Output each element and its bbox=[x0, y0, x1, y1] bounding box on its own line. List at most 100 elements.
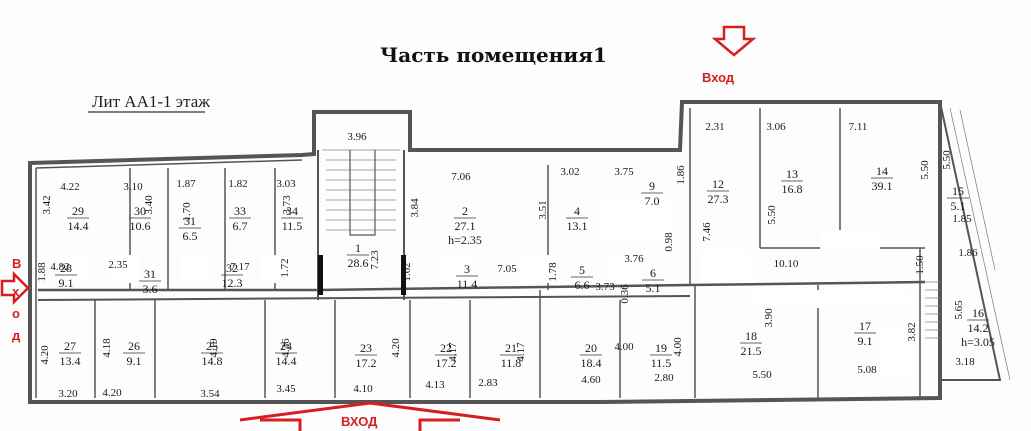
dimension-label: 2.83 bbox=[478, 377, 498, 389]
dimension-label: 4.60 bbox=[581, 374, 601, 386]
top-entry-label: Вход bbox=[702, 70, 735, 85]
dimension-label: 1.50 bbox=[914, 255, 926, 275]
dimension-label: 1.86 bbox=[958, 247, 978, 259]
dimension-label: 3.45 bbox=[276, 383, 296, 395]
dimension-label: 5.50 bbox=[941, 150, 953, 170]
room-area: 9.1 bbox=[858, 334, 873, 348]
dimension-label: 3.10 bbox=[123, 181, 143, 193]
room-3: 311.4 bbox=[456, 262, 478, 291]
room-number: 22 bbox=[440, 341, 452, 355]
dimension-label: 3.82 bbox=[906, 322, 918, 341]
room-area: 28.6 bbox=[348, 256, 369, 270]
left-entry-letter-4: д bbox=[12, 328, 21, 343]
dimension-label: 1.85 bbox=[952, 213, 972, 225]
room-28: 289.1 bbox=[55, 261, 77, 290]
room-number: 32 bbox=[226, 261, 238, 275]
room-area: 14.8 bbox=[202, 354, 223, 368]
room-area: 6.6 bbox=[575, 278, 590, 292]
dimension-label: 0.98 bbox=[663, 232, 675, 252]
dimension-label: 4.10 bbox=[353, 383, 373, 395]
dimension-label: 3.90 bbox=[763, 308, 775, 328]
room-area: 10.6 bbox=[130, 219, 151, 233]
room-area: 17.2 bbox=[356, 356, 377, 370]
dimension-label: 3.96 bbox=[347, 131, 367, 143]
room-area: 39.1 bbox=[872, 179, 893, 193]
room-number: 20 bbox=[585, 341, 597, 355]
room-number: 1 bbox=[355, 241, 361, 255]
dimension-label: 1.72 bbox=[279, 258, 291, 277]
room-number: 25 bbox=[206, 339, 218, 353]
room-17: 179.1 bbox=[854, 319, 876, 348]
dimension-label: 5.65 bbox=[953, 300, 965, 320]
room-number: 30 bbox=[134, 204, 146, 218]
room-number: 29 bbox=[72, 204, 84, 218]
room-26: 269.1 bbox=[123, 339, 145, 368]
dimension-label: 3.02 bbox=[560, 166, 579, 178]
stair-door-left bbox=[318, 255, 323, 295]
room-area: 11.5 bbox=[282, 219, 303, 233]
openings bbox=[60, 200, 910, 380]
room-area: 9.1 bbox=[127, 354, 142, 368]
room-6: 65.1 bbox=[642, 266, 664, 295]
left-entry-arrow-icon bbox=[0, 270, 30, 306]
plan-title: Часть помещения1 bbox=[380, 43, 607, 67]
room-number: 31 bbox=[184, 214, 196, 228]
room-area: 11.5 bbox=[651, 356, 672, 370]
dimension-label: 3.18 bbox=[955, 356, 975, 368]
dimension-label: 4.17 bbox=[447, 342, 459, 362]
room-area: 21.5 bbox=[741, 344, 762, 358]
dimension-label: 2.35 bbox=[108, 259, 128, 271]
room-number: 2 bbox=[462, 204, 468, 218]
room-5: 56.6 bbox=[571, 263, 593, 292]
dimension-label: 3.51 bbox=[537, 200, 549, 219]
room-area: 14.2 bbox=[968, 321, 989, 335]
room-area: 16.8 bbox=[782, 182, 803, 196]
room-area: 11.8 bbox=[501, 356, 522, 370]
dimension-label: 4.13 bbox=[425, 379, 445, 391]
dimension-label: 7.06 bbox=[451, 171, 471, 183]
dimension-label: 4.22 bbox=[60, 181, 79, 193]
stair-door-right bbox=[401, 255, 406, 295]
room-number: 13 bbox=[786, 167, 798, 181]
dimension-label: 1.87 bbox=[176, 178, 196, 190]
dimension-label: 4.36 bbox=[280, 338, 292, 358]
room-1: 128.6 bbox=[347, 241, 369, 270]
plan-subtitle: Лит АА1-1 этаж bbox=[92, 92, 210, 111]
dimension-label: 3.42 bbox=[41, 195, 53, 214]
room-area: 13.1 bbox=[567, 219, 588, 233]
room-number: 18 bbox=[745, 329, 757, 343]
dimension-label: 4.19 bbox=[208, 338, 220, 358]
dimension-label: 4.00 bbox=[614, 341, 634, 353]
room-number: 16 bbox=[972, 306, 984, 320]
room-area: 11.4 bbox=[457, 277, 478, 291]
bottom-entry-label: ВХОД bbox=[341, 414, 378, 429]
room-area: 17.2 bbox=[436, 356, 457, 370]
room-number: 5 bbox=[579, 263, 585, 277]
room-number: 28 bbox=[60, 261, 72, 275]
room-area: 12.3 bbox=[222, 276, 243, 290]
dimension-label: 3.54 bbox=[200, 388, 220, 400]
dimension-label: 3.40 bbox=[143, 195, 155, 215]
room-number: 6 bbox=[650, 266, 656, 280]
room-height: h=3.05 bbox=[961, 335, 995, 349]
room-4: 413.1 bbox=[566, 204, 588, 233]
dimension-label: 5.50 bbox=[766, 205, 778, 225]
dimension-label: 7.23 bbox=[369, 250, 381, 270]
dimension-label: 7.11 bbox=[849, 121, 868, 133]
bottom-entry-arrow-icon bbox=[239, 401, 501, 431]
room-number: 12 bbox=[712, 177, 724, 191]
room-area: 14.4 bbox=[276, 354, 297, 368]
room-number: 21 bbox=[505, 341, 517, 355]
dimension-label: 4.82 bbox=[50, 261, 69, 273]
